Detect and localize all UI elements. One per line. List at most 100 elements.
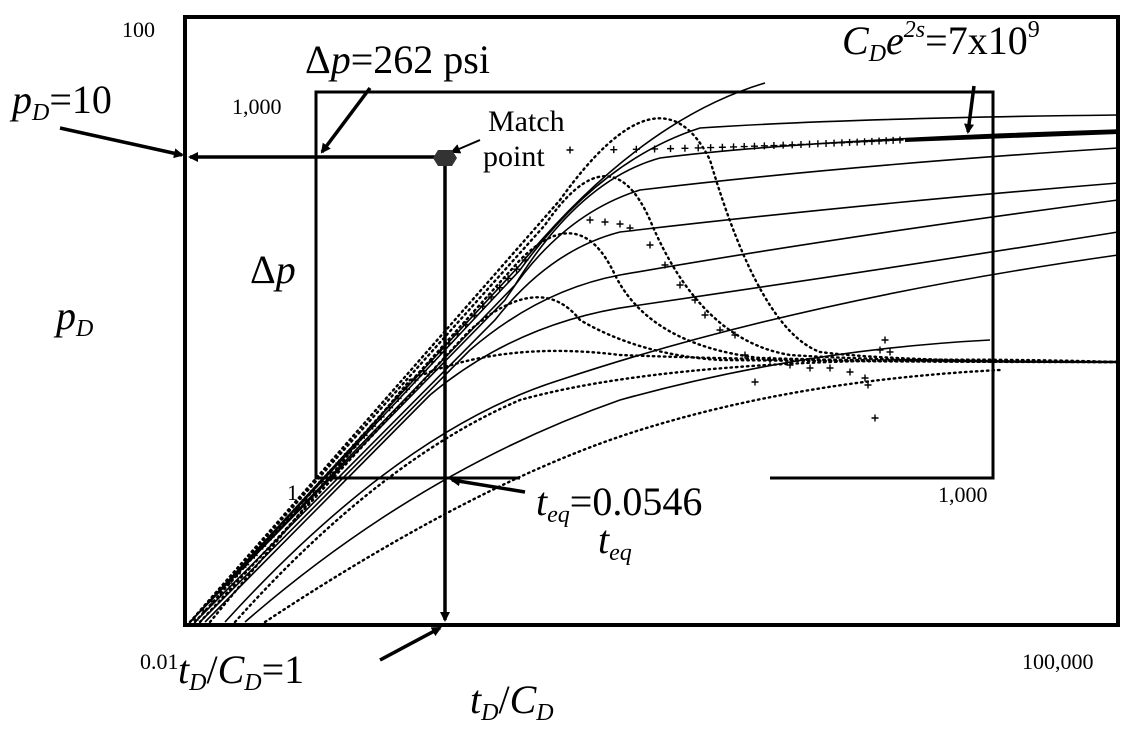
data-point-cross bbox=[864, 381, 872, 389]
teq-match-label: teq=0.0546 bbox=[536, 479, 703, 529]
data-point-cross bbox=[853, 138, 861, 146]
data-point-cross bbox=[626, 224, 634, 232]
inner-x-axis-label: teq bbox=[598, 517, 632, 567]
type-curve-7 bbox=[224, 254, 1119, 623]
data-point-cross bbox=[786, 361, 794, 369]
data-point-cross bbox=[881, 336, 889, 344]
data-point-cross bbox=[436, 348, 444, 356]
data-point-cross bbox=[276, 524, 284, 532]
data-point-cross bbox=[632, 145, 640, 153]
derivative-curve-2 bbox=[188, 175, 1120, 624]
data-point-cross bbox=[335, 459, 343, 467]
data-point-cross bbox=[386, 404, 394, 412]
data-point-cross bbox=[470, 311, 478, 319]
inner-y-top-tick: 1,000 bbox=[232, 94, 282, 119]
data-point-cross bbox=[740, 143, 748, 151]
data-point-cross bbox=[267, 533, 275, 541]
type-curve-6 bbox=[204, 231, 1119, 623]
data-point-cross bbox=[259, 542, 267, 550]
data-point-cross bbox=[487, 293, 495, 301]
data-point-cross bbox=[250, 551, 258, 559]
data-point-cross bbox=[616, 220, 624, 228]
outer-plot-frame bbox=[183, 15, 1120, 627]
data-point-cross bbox=[301, 496, 309, 504]
data-point-cross bbox=[377, 413, 385, 421]
pd-arrow bbox=[59, 126, 184, 159]
type-curve-5 bbox=[199, 199, 1119, 623]
type-curve-3 bbox=[189, 147, 1119, 623]
data-point-cross bbox=[806, 140, 814, 148]
data-point-cross bbox=[750, 142, 758, 150]
inner-x-right-tick: 1,000 bbox=[938, 482, 988, 507]
data-point-cross bbox=[875, 137, 883, 145]
data-point-cross bbox=[876, 346, 884, 354]
data-point-cross bbox=[861, 374, 869, 382]
data-point-cross bbox=[806, 364, 814, 372]
cde2s-label: CDe2s=7x109 bbox=[842, 17, 1040, 67]
data-point-cross bbox=[814, 140, 822, 148]
outer-x-axis-label: tD/CD bbox=[470, 677, 554, 727]
data-point-cross bbox=[779, 141, 787, 149]
data-point-cross bbox=[760, 142, 768, 150]
data-point-cross bbox=[766, 356, 774, 364]
data-point-cross bbox=[661, 261, 669, 269]
data-point-cross bbox=[293, 505, 301, 513]
data-point-cross bbox=[770, 142, 778, 150]
derivative-curve-4 bbox=[198, 296, 1120, 624]
data-point-cross bbox=[352, 441, 360, 449]
data-point-cross bbox=[199, 607, 207, 615]
data-point-cross bbox=[513, 265, 521, 273]
data-point-cross bbox=[242, 561, 250, 569]
data-point-cross bbox=[462, 321, 470, 329]
data-point-cross bbox=[428, 358, 436, 366]
inner-y-axis-label: Δp bbox=[250, 247, 296, 292]
data-point-cross bbox=[846, 368, 854, 376]
data-point-cross bbox=[411, 376, 419, 384]
data-point-cross bbox=[882, 137, 890, 145]
data-point-cross bbox=[216, 588, 224, 596]
data-point-cross bbox=[701, 311, 709, 319]
data-point-cross bbox=[871, 414, 879, 422]
tdcd-arrow bbox=[379, 626, 442, 662]
data-point-cross bbox=[403, 385, 411, 393]
outer-y-axis-label: pD bbox=[56, 293, 94, 343]
field-data-points bbox=[191, 136, 904, 624]
data-point-cross bbox=[504, 274, 512, 282]
data-point-cross bbox=[453, 330, 461, 338]
data-point-cross bbox=[651, 145, 659, 153]
data-point-cross bbox=[369, 422, 377, 430]
teq-arrow bbox=[450, 476, 526, 494]
data-point-cross bbox=[646, 241, 654, 249]
data-point-cross bbox=[309, 487, 317, 495]
data-point-cross bbox=[521, 256, 529, 264]
data-point-cross bbox=[830, 139, 838, 147]
data-point-cross bbox=[886, 348, 894, 356]
derivative-curve-6 bbox=[233, 358, 1120, 624]
data-point-cross bbox=[896, 136, 904, 144]
data-point-cross bbox=[707, 144, 715, 152]
cde2s-curve-highlight bbox=[904, 130, 1119, 142]
data-point-cross bbox=[730, 143, 738, 151]
derivative-curve-3 bbox=[193, 232, 1120, 624]
type-curve-4 bbox=[194, 182, 1119, 623]
data-point-cross bbox=[318, 478, 326, 486]
data-point-cross bbox=[751, 378, 759, 386]
inner-y-bottom-tick: 1 bbox=[287, 480, 298, 505]
type-curve-1 bbox=[189, 114, 1119, 623]
data-point-cross bbox=[868, 137, 876, 145]
outer-x-left-tick: 0.01 bbox=[140, 649, 179, 674]
data-point-cross bbox=[419, 367, 427, 375]
data-point-cross bbox=[284, 514, 292, 522]
data-point-cross bbox=[394, 394, 402, 402]
data-point-cross bbox=[225, 579, 233, 587]
data-point-cross bbox=[716, 326, 724, 334]
derivative-curve-5 bbox=[208, 349, 1120, 624]
type-curve-unit-slope bbox=[189, 82, 766, 623]
data-point-cross bbox=[343, 450, 351, 458]
data-point-cross bbox=[788, 141, 796, 149]
data-point-cross bbox=[479, 302, 487, 310]
data-point-cross bbox=[586, 216, 594, 224]
data-point-cross bbox=[676, 281, 684, 289]
